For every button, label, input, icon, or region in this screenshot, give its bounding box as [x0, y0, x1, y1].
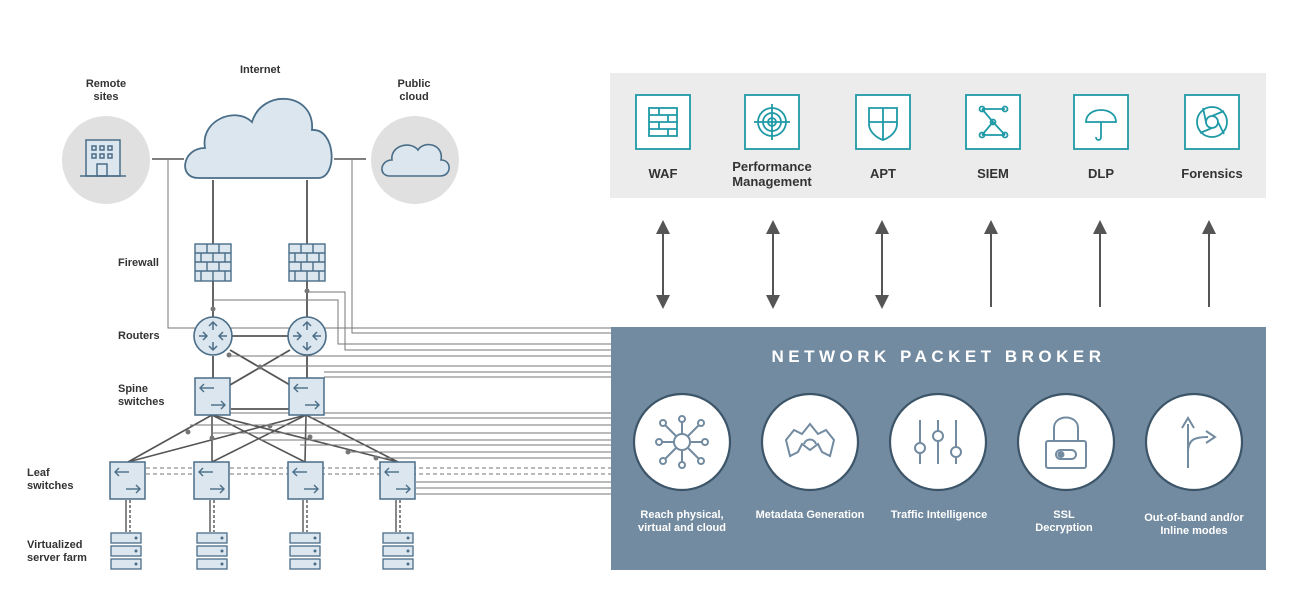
server-stack-icon: [289, 532, 321, 570]
network-nodes-icon: [965, 94, 1021, 150]
firewall-icon: [288, 243, 326, 282]
tool-label-performance: Performance Management: [732, 159, 812, 189]
brain-icon: [784, 422, 836, 458]
server-farm-label: Virtualized server farm: [27, 539, 87, 564]
umbrella-icon: [1073, 94, 1129, 150]
server-stack-icon: [110, 532, 142, 570]
capability-label-reach: Reach physical, virtual and cloud: [637, 509, 726, 534]
leaf-switch-icon: [109, 461, 146, 500]
router-icon: [287, 316, 327, 356]
capability-label-metadata: Metadata Generation: [755, 509, 865, 521]
public-cloud-node: [371, 116, 459, 204]
server-stack-icon: [196, 532, 228, 570]
aperture-icon: [1184, 94, 1240, 150]
sliders-icon: [914, 420, 962, 464]
security-tools-panel: [610, 73, 1266, 198]
tool-label-waf: WAF: [648, 166, 678, 181]
firewall-icon: [635, 94, 691, 150]
capability-label-ssl: SSL Decryption: [1035, 509, 1093, 534]
core-links: [212, 180, 308, 410]
server-stack-icon: [382, 532, 414, 570]
capability-circle: [1144, 392, 1244, 492]
tool-link-arrows: [656, 220, 1216, 309]
leaf-switch-icon: [193, 461, 230, 500]
spine-switch-icon: [194, 377, 231, 416]
capability-label-modes: Out-of-band and/or Inline modes: [1144, 512, 1244, 537]
public-cloud-label: Public cloud: [397, 78, 431, 103]
leaf-switches-label: Leaf switches: [27, 467, 74, 492]
cloud-icon: [381, 143, 450, 177]
remote-sites-node: [62, 116, 150, 204]
firewall-icon: [194, 243, 232, 282]
hub-icon: [655, 415, 709, 469]
lock-icon: [1045, 416, 1087, 469]
tool-label-apt: APT: [870, 166, 896, 181]
target-icon: [744, 94, 800, 150]
spine-switch-icon: [288, 377, 325, 416]
npb-title: NETWORK PACKET BROKER: [771, 347, 1106, 366]
tool-label-dlp: DLP: [1088, 166, 1114, 181]
internet-cloud-icon: [184, 98, 333, 179]
capability-circle: [760, 392, 860, 492]
internet-label: Internet: [240, 64, 281, 76]
router-icon: [193, 316, 233, 356]
shield-icon: [855, 94, 911, 150]
capability-circle: [632, 392, 732, 492]
tool-label-siem: SIEM: [977, 166, 1009, 181]
building-icon: [80, 139, 126, 177]
routers-label: Routers: [118, 330, 160, 342]
tool-label-forensics: Forensics: [1181, 166, 1243, 181]
spine-leaf-mesh: [127, 414, 399, 463]
leaf-switch-icon: [287, 461, 324, 500]
remote-sites-label: Remote sites: [85, 78, 127, 103]
leaf-switch-icon: [379, 461, 416, 500]
firewall-label: Firewall: [118, 257, 159, 269]
fork-arrow-icon: [1181, 416, 1217, 468]
spine-switches-label: Spine switches: [118, 383, 165, 408]
capability-label-traffic: Traffic Intelligence: [890, 509, 988, 521]
